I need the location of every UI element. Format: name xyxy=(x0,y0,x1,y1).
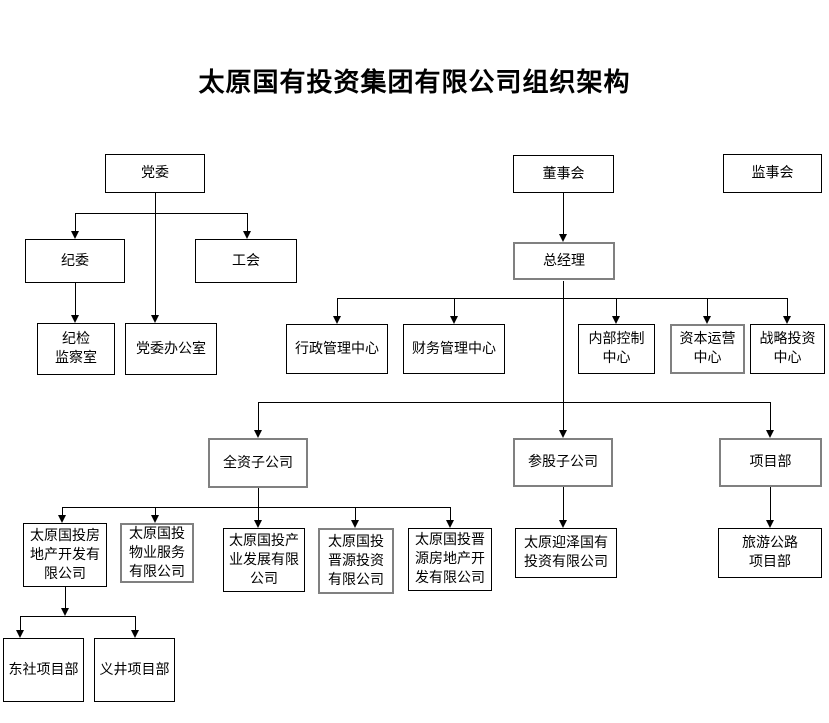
connector-line xyxy=(337,298,787,299)
connector-line xyxy=(65,587,66,610)
connector-line xyxy=(355,507,356,522)
connector-arrow xyxy=(61,608,69,616)
connector-line xyxy=(247,213,248,233)
connector-line xyxy=(707,298,708,318)
org-node-internal-control-center: 内部控制 中心 xyxy=(578,324,655,374)
org-node-discipline-committee: 纪委 xyxy=(25,239,125,283)
org-node-real-estate-company: 太原国投房 地产开发有 限公司 xyxy=(23,523,107,587)
connector-arrow xyxy=(243,231,251,239)
connector-arrow xyxy=(766,430,774,438)
connector-arrow xyxy=(254,520,262,528)
connector-line xyxy=(20,616,21,632)
connector-line xyxy=(616,298,617,318)
org-node-project-department: 项目部 xyxy=(719,438,822,487)
page-title: 太原国有投资集团有限公司组织架构 xyxy=(198,68,631,97)
org-node-capital-operation-center: 资本运营 中心 xyxy=(670,324,745,374)
connector-line xyxy=(258,402,259,432)
connector-line xyxy=(563,193,564,236)
connector-line xyxy=(258,488,259,507)
connector-arrow xyxy=(559,234,567,242)
org-node-equity-subsidiaries: 参股子公司 xyxy=(513,438,613,487)
connector-line xyxy=(337,298,338,318)
org-node-party-committee-office: 党委办公室 xyxy=(125,323,217,375)
connector-line xyxy=(770,402,771,432)
connector-arrow xyxy=(351,520,359,528)
org-node-admin-center: 行政管理中心 xyxy=(286,324,388,374)
org-node-supervisory-board: 监事会 xyxy=(723,154,822,193)
connector-line xyxy=(258,507,259,522)
connector-arrow xyxy=(131,630,139,638)
connector-arrow xyxy=(254,430,262,438)
connector-arrow xyxy=(766,520,774,528)
org-node-tourism-highway-project: 旅游公路 项目部 xyxy=(718,528,822,578)
connector-arrow xyxy=(71,231,79,239)
org-node-jinyuan-investment-company: 太原国投 晋源投资 有限公司 xyxy=(318,528,394,594)
org-node-discipline-inspection-office: 纪检 监察室 xyxy=(37,323,115,375)
connector-arrow xyxy=(559,520,567,528)
connector-line xyxy=(787,298,788,318)
org-node-wholly-owned-subsidiaries: 全资子公司 xyxy=(208,438,308,488)
org-node-industry-development-company: 太原国投产 业发展有限 公司 xyxy=(223,528,305,592)
connector-line xyxy=(20,616,135,617)
connector-line xyxy=(258,402,770,403)
connector-arrow xyxy=(151,515,159,523)
connector-line xyxy=(155,507,156,517)
org-node-general-manager: 总经理 xyxy=(513,242,615,280)
connector-arrow xyxy=(58,515,66,523)
connector-line xyxy=(563,487,564,522)
connector-line xyxy=(135,616,136,632)
org-node-labor-union: 工会 xyxy=(195,239,297,283)
connector-line xyxy=(75,283,76,317)
connector-line xyxy=(75,213,76,233)
connector-arrow xyxy=(703,316,711,324)
connector-line xyxy=(770,487,771,522)
org-node-yijing-project: 义井项目部 xyxy=(94,638,175,702)
org-node-finance-center: 财务管理中心 xyxy=(403,324,505,374)
connector-arrow xyxy=(71,315,79,323)
connector-line xyxy=(62,507,63,517)
connector-line xyxy=(563,281,564,432)
org-node-property-service-company: 太原国投 物业服务 有限公司 xyxy=(120,523,194,583)
connector-arrow xyxy=(450,316,458,324)
connector-arrow xyxy=(559,430,567,438)
org-node-strategic-investment-center: 战略投资 中心 xyxy=(750,324,825,374)
org-node-dongshe-project: 东社项目部 xyxy=(3,638,84,702)
connector-line xyxy=(75,213,247,214)
org-node-party-committee: 党委 xyxy=(105,154,205,193)
connector-arrow xyxy=(151,315,159,323)
connector-arrow xyxy=(783,316,791,324)
connector-line xyxy=(62,507,450,508)
connector-arrow xyxy=(333,316,341,324)
connector-line xyxy=(450,507,451,522)
org-node-jinyuan-real-estate-company: 太原国投晋 源房地产开 发有限公司 xyxy=(408,528,492,591)
org-node-yingze-investment-company: 太原迎泽国有 投资有限公司 xyxy=(515,528,617,578)
connector-line xyxy=(454,298,455,318)
connector-arrow xyxy=(612,316,620,324)
connector-arrow xyxy=(16,630,24,638)
org-node-board-of-directors: 董事会 xyxy=(513,155,614,193)
connector-line xyxy=(155,193,156,317)
connector-arrow xyxy=(446,520,454,528)
